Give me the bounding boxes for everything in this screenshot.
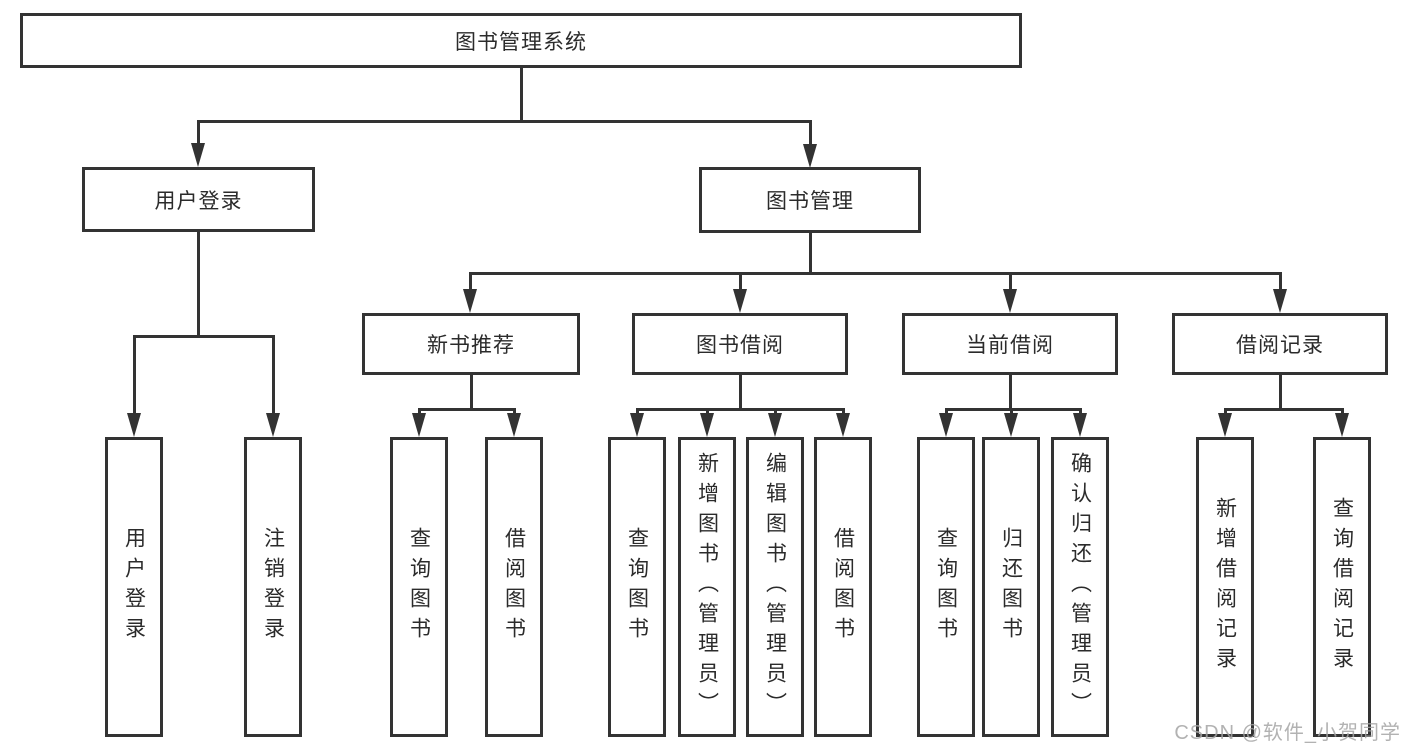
node-label: 查询图书 [625, 527, 649, 647]
connector-hline [1223, 408, 1344, 411]
connector-hline [944, 408, 1082, 411]
node-label: 确认归还（管理员） [1068, 452, 1092, 722]
connector-vline [738, 375, 742, 410]
node-label: 新增图书（管理员） [695, 452, 719, 722]
connector-vline [738, 272, 742, 295]
node-label: 新书推荐 [427, 334, 515, 357]
node-label: 借阅记录 [1236, 334, 1324, 357]
leaf-query-borrow-record: 查询借阅记录 [1313, 437, 1371, 737]
arrow-down-icon [507, 413, 521, 437]
connector-vline [1008, 375, 1012, 410]
connector-vline [1278, 272, 1282, 295]
arrow-down-icon [1003, 289, 1017, 313]
connector-vline [519, 68, 523, 122]
arrow-down-icon [1073, 413, 1087, 437]
node-label: 用户登录 [154, 189, 243, 213]
connector-hline [468, 272, 1282, 275]
connector-vline [196, 120, 200, 149]
node-new-book-recommendation: 新书推荐 [362, 313, 580, 375]
arrow-down-icon [1335, 413, 1349, 437]
connector-hline [196, 120, 812, 123]
arrow-down-icon [733, 289, 747, 313]
arrow-down-icon [803, 144, 817, 168]
node-book-management: 图书管理 [699, 167, 921, 233]
connector-vline [1008, 272, 1012, 295]
arrow-down-icon [1273, 289, 1287, 313]
leaf-borrow-books-recommend: 借阅图书 [485, 437, 543, 737]
node-user-login: 用户登录 [82, 167, 315, 232]
node-label: 归还图书 [999, 527, 1023, 647]
leaf-confirm-return-admin: 确认归还（管理员） [1051, 437, 1109, 737]
arrow-down-icon [1004, 413, 1018, 437]
node-label: 新增借阅记录 [1213, 497, 1237, 677]
connector-hline [132, 335, 275, 338]
leaf-logout: 注销登录 [244, 437, 302, 737]
node-library-management-system: 图书管理系统 [20, 13, 1022, 68]
node-label: 用户登录 [122, 527, 146, 647]
leaf-return-books: 归还图书 [982, 437, 1040, 737]
connector-vline [808, 233, 812, 274]
node-label: 查询图书 [407, 527, 431, 647]
arrow-down-icon [463, 289, 477, 313]
arrow-down-icon [127, 413, 141, 437]
leaf-add-borrow-record: 新增借阅记录 [1196, 437, 1254, 737]
leaf-query-books-recommend: 查询图书 [390, 437, 448, 737]
arrow-down-icon [836, 413, 850, 437]
connector-vline [469, 375, 473, 410]
node-label: 查询借阅记录 [1330, 497, 1354, 677]
arrow-down-icon [1218, 413, 1232, 437]
node-label: 图书管理系统 [455, 30, 587, 54]
node-label: 当前借阅 [966, 334, 1054, 357]
leaf-add-book-admin: 新增图书（管理员） [678, 437, 736, 737]
arrow-down-icon [700, 413, 714, 437]
node-current-borrowing: 当前借阅 [902, 313, 1118, 375]
arrow-down-icon [768, 413, 782, 437]
csdn-watermark: CSDN @软件_小贺同学 [1174, 722, 1401, 744]
connector-hline [635, 408, 845, 411]
leaf-borrow-books-borrowing: 借阅图书 [814, 437, 872, 737]
leaf-query-books-current: 查询图书 [917, 437, 975, 737]
node-label: 编辑图书（管理员） [763, 452, 787, 722]
node-label: 借阅图书 [831, 527, 855, 647]
arrow-down-icon [939, 413, 953, 437]
node-book-borrowing: 图书借阅 [632, 313, 848, 375]
connector-vline [132, 335, 136, 419]
leaf-edit-book-admin: 编辑图书（管理员） [746, 437, 804, 737]
connector-vline [196, 232, 200, 337]
connector-vline [271, 335, 275, 419]
connector-vline [468, 272, 472, 295]
node-borrowing-records: 借阅记录 [1172, 313, 1388, 375]
connector-vline [1278, 375, 1282, 410]
node-label: 图书借阅 [696, 334, 784, 357]
node-label: 查询图书 [934, 527, 958, 647]
arrow-down-icon [630, 413, 644, 437]
node-label: 借阅图书 [502, 527, 526, 647]
arrow-down-icon [266, 413, 280, 437]
leaf-user-login: 用户登录 [105, 437, 163, 737]
connector-vline [808, 120, 812, 150]
node-label: 图书管理 [766, 190, 854, 213]
node-label: 注销登录 [261, 527, 285, 647]
leaf-query-books-borrowing: 查询图书 [608, 437, 666, 737]
connector-hline [417, 408, 516, 411]
arrow-down-icon [412, 413, 426, 437]
arrow-down-icon [191, 143, 205, 167]
